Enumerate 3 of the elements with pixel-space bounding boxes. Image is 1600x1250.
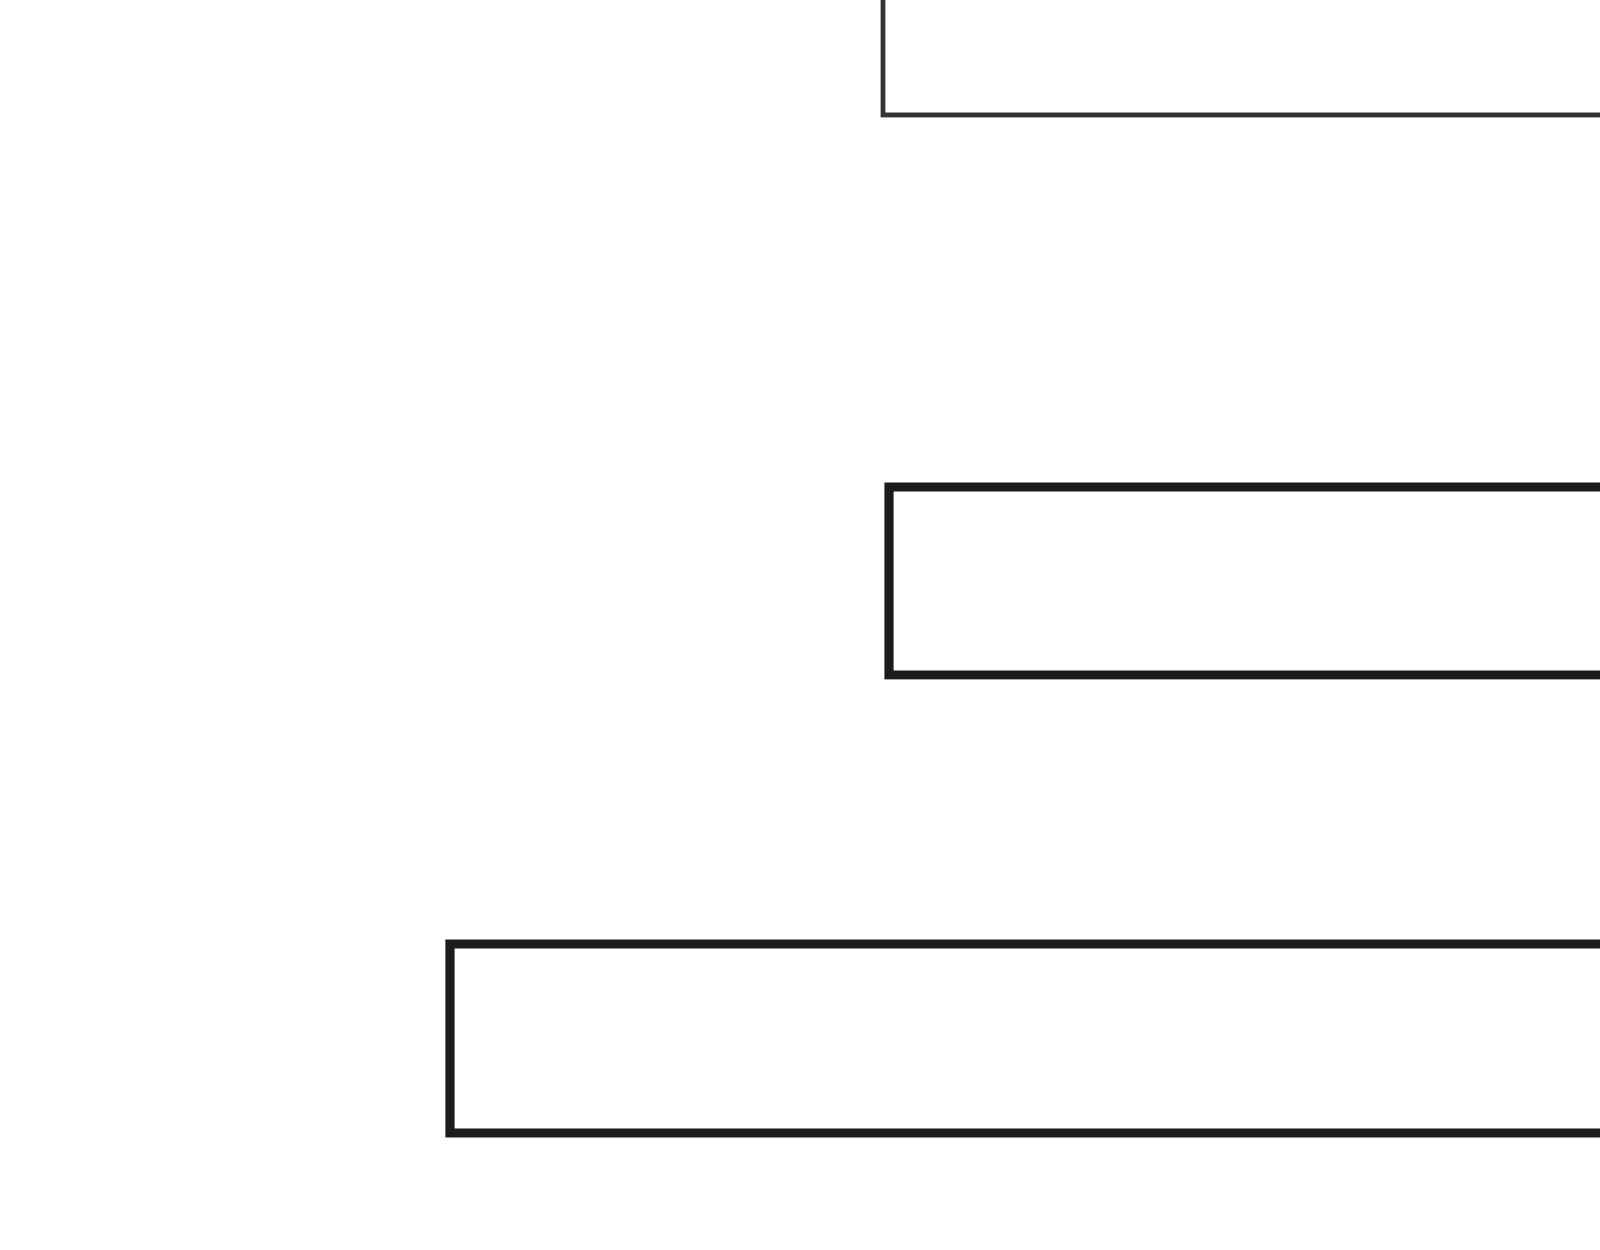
empty-box <box>880 0 1600 118</box>
empty-box <box>445 939 1600 1138</box>
empty-box <box>884 482 1600 680</box>
